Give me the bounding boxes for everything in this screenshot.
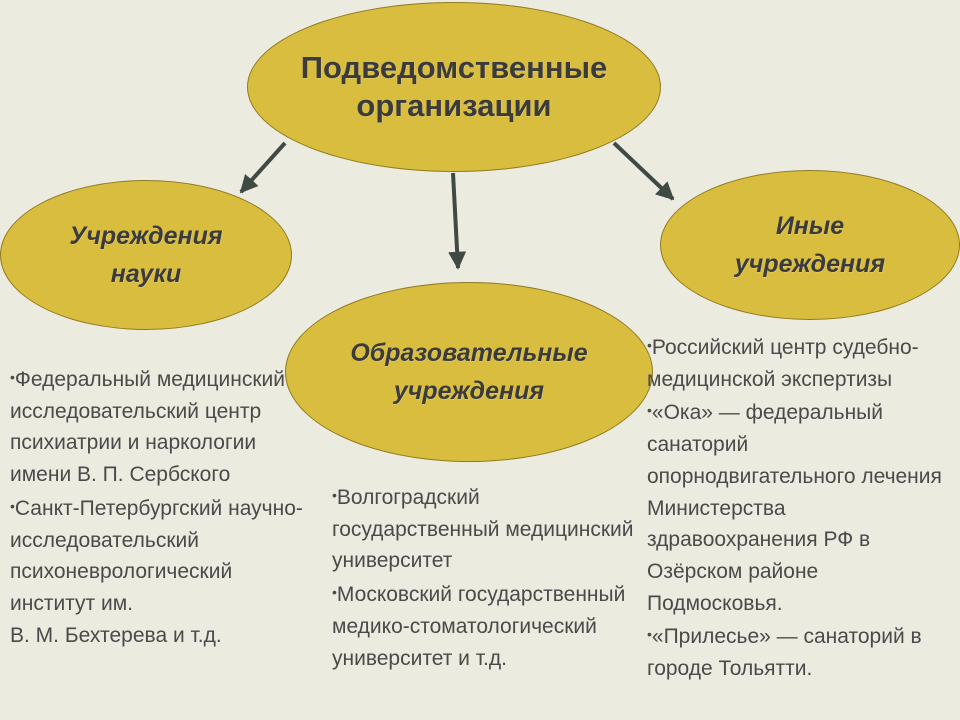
list-item: •Федеральный медицинский исследовательск… [10, 368, 285, 487]
other-institutions-list: •Российский центр судебно-медицинской эк… [647, 330, 947, 685]
list-item: •Российский центр судебно-медицинской эк… [647, 336, 919, 391]
node-other-institutions: Иные учреждения [660, 170, 960, 320]
list-item: •Волгоградский государственный медицинск… [332, 486, 634, 573]
science-institutions-list: •Федеральный медицинский исследовательск… [10, 362, 320, 651]
list-item: •«Ока» — федеральный санаторий опорнодви… [647, 401, 942, 615]
list-item: В. М. Бехтерева и т.д. [10, 623, 222, 647]
node-science-institutions: Учреждения науки [0, 180, 292, 330]
node-other-label: Иные учреждения [734, 212, 886, 278]
node-educational-institutions: Образовательные учреждения [285, 282, 653, 462]
educational-institutions-list: •Волгоградский государственный медицинск… [332, 480, 637, 674]
center-node-subordinate-organizations: Подведомственные организации [247, 2, 661, 172]
node-science-label: Учреждения науки [69, 222, 223, 288]
list-item: •Московский государственный медико-стома… [332, 583, 626, 670]
center-node-label: Подведомственные организации [300, 50, 608, 123]
arrow-to-education [448, 172, 467, 270]
list-item: •Санкт-Петербургский научно-исследовател… [10, 496, 303, 615]
arrow-to-other [612, 141, 675, 201]
node-education-label: Образовательные учреждения [350, 339, 588, 405]
list-item: •«Прилесье» — санаторий в городе Тольятт… [647, 625, 922, 681]
arrow-to-science [239, 141, 287, 194]
